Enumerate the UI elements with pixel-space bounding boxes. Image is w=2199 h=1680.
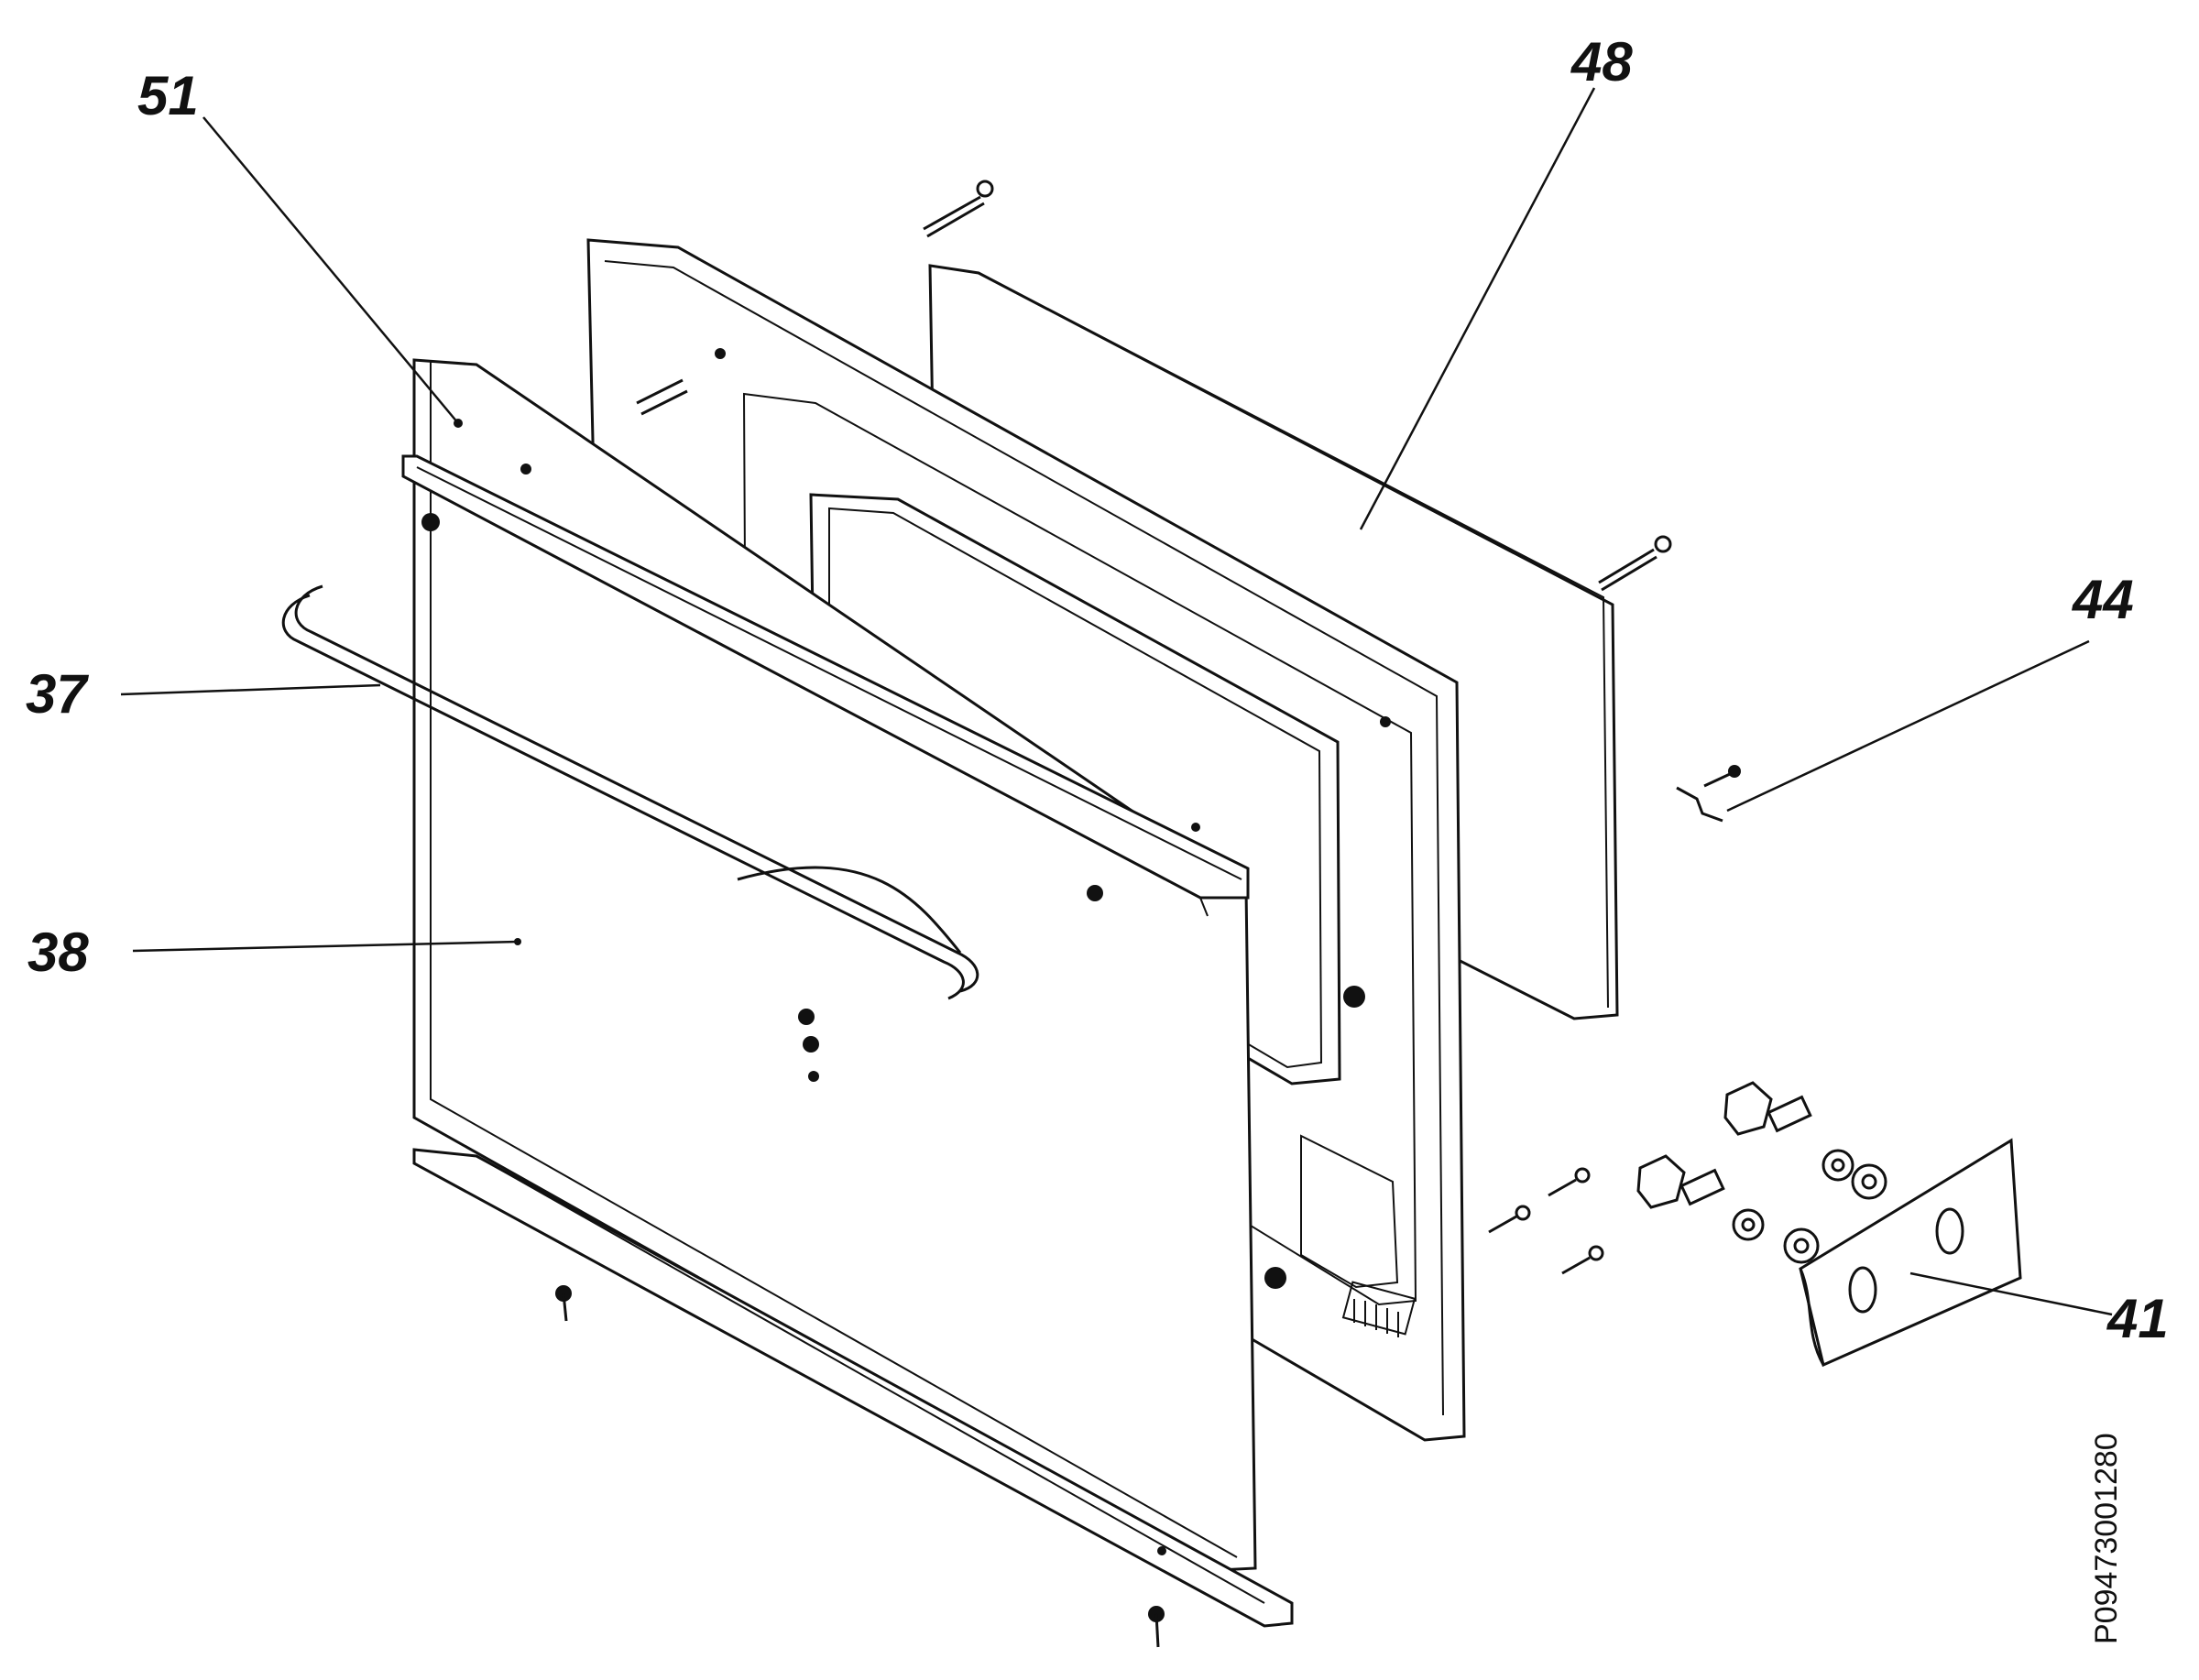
leader-41: [1909, 1271, 2113, 1316]
leader-37: [120, 683, 381, 696]
front-door-panel-38: [412, 358, 1257, 1572]
hinge-bracket-41: [1636, 1081, 2022, 1368]
leader-48: [1359, 87, 1596, 530]
callout-44: 44: [2072, 569, 2134, 630]
leader-44: [1726, 639, 2090, 813]
callout-51: 51: [137, 65, 199, 126]
callout-37: 37: [26, 663, 89, 725]
door-handle-37: [281, 584, 979, 1000]
clip-44: [1676, 765, 1741, 823]
leader-lines: [120, 87, 2113, 1316]
top-trim-51: [401, 454, 1250, 917]
callout-41: 41: [2106, 1288, 2169, 1349]
callout-labels: 51 48 44 37 38 41: [26, 31, 2169, 1349]
leader-38: [132, 940, 519, 953]
bottom-trim: [412, 1148, 1294, 1628]
callout-38: 38: [27, 922, 89, 983]
document-id: P09473001280: [2089, 1433, 2124, 1644]
screws: [555, 180, 1672, 1648]
leader-51: [202, 116, 459, 424]
callout-48: 48: [1570, 31, 1633, 93]
